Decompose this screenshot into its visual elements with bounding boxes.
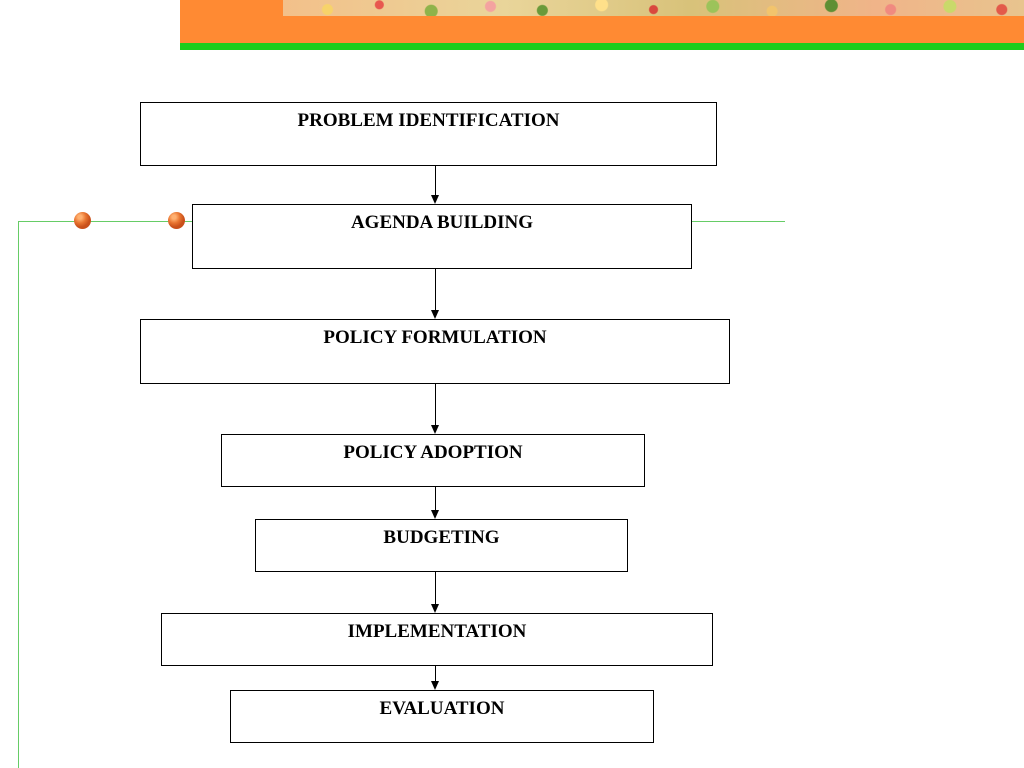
flow-arrow-line bbox=[435, 269, 436, 310]
arrow-down-icon bbox=[431, 604, 439, 613]
flow-arrow-line bbox=[435, 166, 436, 195]
flow-step-budgeting: BUDGETING bbox=[255, 519, 628, 572]
decorative-line-vertical bbox=[18, 221, 19, 768]
arrow-down-icon bbox=[431, 310, 439, 319]
flow-arrow-line bbox=[435, 666, 436, 681]
flow-step-label: PROBLEM IDENTIFICATION bbox=[297, 110, 560, 131]
flow-arrow-line bbox=[435, 572, 436, 604]
header-floral-image bbox=[283, 0, 1024, 16]
decorative-line-right bbox=[692, 221, 785, 222]
arrow-down-icon bbox=[431, 681, 439, 690]
bullet-dot-icon bbox=[168, 212, 185, 229]
flow-step-label: POLICY ADOPTION bbox=[343, 442, 523, 463]
flow-arrow-line bbox=[435, 384, 436, 425]
flow-step-implementation: IMPLEMENTATION bbox=[161, 613, 713, 666]
flow-step-label: IMPLEMENTATION bbox=[347, 621, 527, 642]
decorative-line-horizontal bbox=[18, 221, 193, 222]
flow-step-label: EVALUATION bbox=[379, 698, 505, 719]
bullet-dot-icon bbox=[74, 212, 91, 229]
arrow-down-icon bbox=[431, 195, 439, 204]
flow-step-problem-identification: PROBLEM IDENTIFICATION bbox=[140, 102, 717, 166]
flow-step-label: POLICY FORMULATION bbox=[323, 327, 547, 348]
flow-step-label: AGENDA BUILDING bbox=[350, 212, 534, 233]
header-stripe bbox=[180, 43, 1024, 50]
arrow-down-icon bbox=[431, 510, 439, 519]
flow-step-policy-adoption: POLICY ADOPTION bbox=[221, 434, 645, 487]
arrow-down-icon bbox=[431, 425, 439, 434]
flow-step-evaluation: EVALUATION bbox=[230, 690, 654, 743]
flow-step-policy-formulation: POLICY FORMULATION bbox=[140, 319, 730, 384]
flow-step-label: BUDGETING bbox=[383, 527, 500, 548]
flow-step-agenda-building: AGENDA BUILDING bbox=[192, 204, 692, 269]
flow-arrow-line bbox=[435, 487, 436, 510]
